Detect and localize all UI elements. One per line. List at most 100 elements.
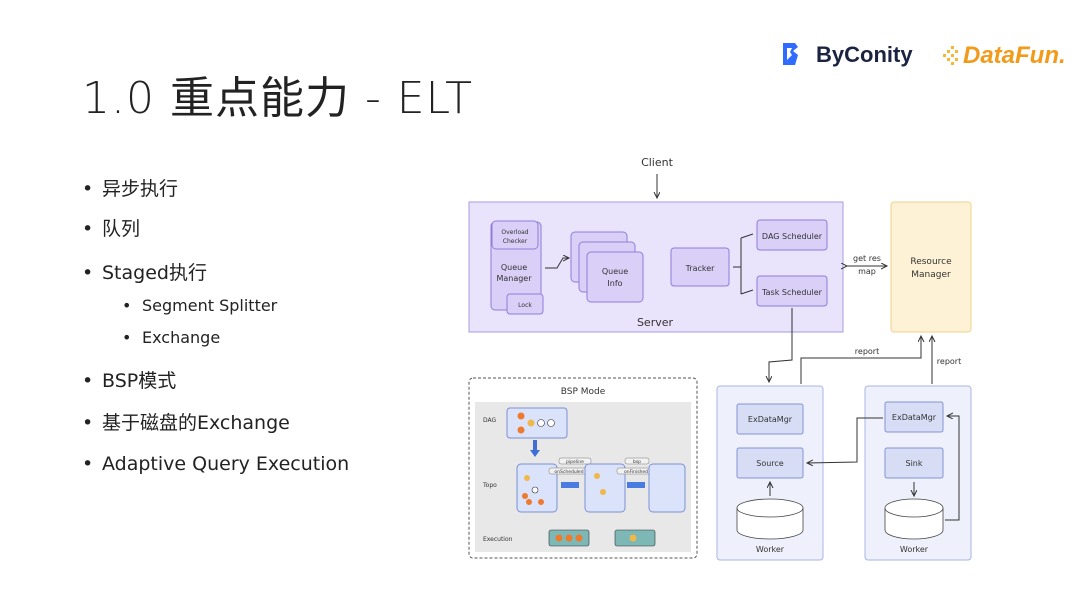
overload-checker-label: Checker — [503, 238, 528, 245]
bsp-mode-label: BSP Mode — [561, 387, 606, 397]
exdatamgr-left-node — [736, 403, 804, 435]
bullet-dot: • — [122, 296, 132, 315]
resource-manager-label: Resource — [910, 257, 952, 267]
on-finished-label: onFinished — [624, 469, 648, 475]
resource-manager-node — [890, 201, 972, 333]
queue-info-label: Queue — [602, 267, 628, 276]
dag-node — [517, 412, 525, 420]
page-title: 1.0 重点能力 - ELT — [82, 73, 473, 124]
bullet-item: • Adaptive Query Execution — [82, 453, 349, 475]
bullet-item: • BSP模式 — [82, 366, 176, 393]
datafun-logo-text: DataFun. — [963, 42, 1066, 69]
bullet-dot: • — [82, 453, 94, 475]
exchange-arrow — [807, 417, 883, 463]
disk-right-icon — [884, 498, 944, 518]
topo-node — [526, 499, 532, 505]
dag-scheduler-label: DAG Scheduler — [762, 232, 823, 241]
execution-node — [575, 534, 583, 542]
bullet-text: Staged执行 — [102, 262, 207, 284]
bullet-subitem: • Segment Splitter — [122, 296, 277, 315]
overload-checker-node — [491, 220, 539, 250]
topo-arrow — [561, 482, 579, 488]
bullet-item: • 队列 — [82, 214, 140, 241]
topo-arrow — [627, 482, 645, 488]
lock-label: Lock — [518, 302, 532, 309]
dag-node — [527, 419, 535, 427]
pipeline-label: pipeline — [566, 459, 584, 465]
sink-label: Sink — [905, 459, 922, 468]
bullet-text: Exchange — [142, 328, 221, 347]
bullet-item: •异步执行 — [82, 174, 178, 201]
execution-node — [555, 534, 563, 542]
queue-info-label: Info — [607, 279, 622, 288]
dag-label: DAG — [483, 417, 497, 424]
on-scheduled-label: onScheduled — [554, 469, 583, 475]
tracker-brace — [733, 233, 754, 295]
lock-node — [506, 293, 544, 315]
topo-node — [594, 473, 600, 479]
queue-manager-label: Queue — [501, 263, 527, 272]
client-label: Client — [641, 156, 674, 169]
exdatamgr-left-label: ExDataMgr — [748, 415, 793, 424]
bsp-tag — [624, 457, 650, 465]
resource-manager-label: Manager — [911, 270, 951, 280]
bullet-text: 基于磁盘的Exchange — [102, 412, 290, 434]
bullet-subitem: • Exchange — [122, 328, 220, 347]
bullet-item: • 基于磁盘的Exchange — [82, 408, 290, 435]
topo-node — [522, 493, 528, 499]
task-scheduler-label: Task Scheduler — [761, 288, 823, 297]
sink-node — [884, 447, 944, 479]
topo-node — [538, 499, 544, 505]
queue-info-node — [586, 251, 644, 303]
dag-down-arrow — [530, 450, 540, 457]
topo-node — [524, 475, 530, 481]
bullet-text: BSP模式 — [102, 370, 177, 392]
exdatamgr-right-label: ExDataMgr — [892, 413, 937, 422]
report-arrow-left — [800, 336, 921, 384]
report-label: report — [855, 347, 879, 356]
execution-node — [565, 534, 573, 542]
get-res-map-label: get res — [853, 254, 881, 263]
exdatamgr-right-node — [884, 401, 944, 433]
bullet-text: 异步执行 — [102, 178, 179, 200]
dag-scheduler-node — [756, 219, 828, 251]
dag-node — [547, 419, 555, 427]
disk-to-exdatamgr-arrow — [945, 416, 960, 521]
queue-manager-label: Manager — [496, 274, 532, 283]
topo-node — [531, 486, 539, 494]
server-label: Server — [637, 316, 674, 329]
source-label: Source — [756, 459, 784, 468]
architecture-diagram: Client Server Overload Checker Queue Man… — [465, 150, 975, 570]
bullet-item: • Staged执行 — [82, 258, 207, 285]
overload-checker-label: Overload — [501, 229, 528, 236]
bullet-dot: • — [82, 218, 94, 240]
report-label: report — [937, 357, 961, 366]
disk-left-icon — [736, 498, 804, 518]
logo-area: ByConity DataFun. — [780, 38, 1070, 74]
task-scheduler-node — [756, 275, 828, 307]
task-dispatch-arrow — [769, 308, 793, 382]
execution-node — [629, 534, 637, 542]
get-res-map-label: map — [858, 267, 876, 276]
bullet-text: Segment Splitter — [142, 296, 278, 315]
worker-right-label: Worker — [900, 545, 929, 554]
bullet-text: 队列 — [102, 218, 141, 240]
architecture-svg: Client Server Overload Checker Queue Man… — [468, 156, 972, 561]
tracker-node — [670, 247, 730, 287]
dag-node — [537, 419, 545, 427]
bullet-dot: • — [82, 262, 94, 284]
bullet-dot: • — [82, 370, 94, 392]
bullet-dot: • — [82, 412, 94, 434]
queue-arrow — [545, 258, 569, 269]
topo-node — [600, 489, 606, 495]
bullet-text: Adaptive Query Execution — [102, 453, 350, 475]
tracker-label: Tracker — [685, 264, 716, 273]
byconity-logo-text: ByConity — [816, 42, 913, 67]
source-node — [736, 447, 804, 479]
bullet-dot: • — [122, 328, 132, 347]
topo-stage — [648, 463, 686, 513]
bsp-label: bsp — [633, 459, 641, 465]
datafun-logo-icon — [943, 46, 958, 65]
dag-thumbnail — [506, 407, 568, 439]
dag-node — [517, 426, 525, 434]
